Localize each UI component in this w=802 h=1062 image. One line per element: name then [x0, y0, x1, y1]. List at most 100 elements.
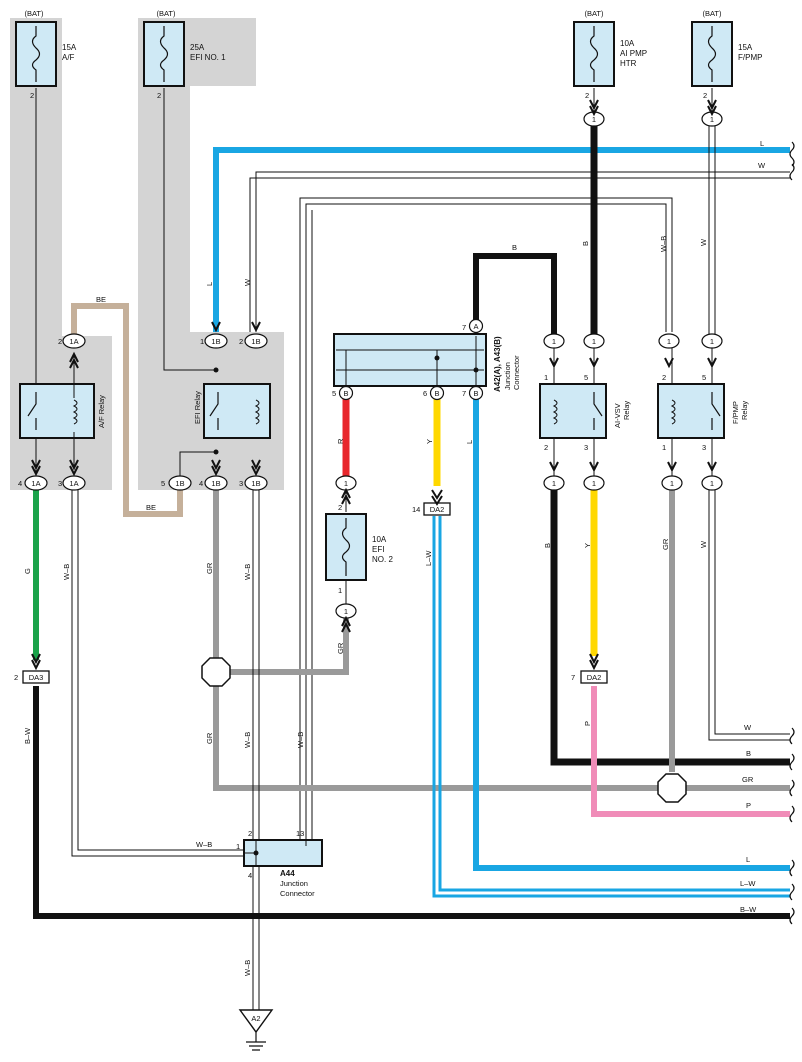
- svg-text:1: 1: [338, 586, 342, 595]
- svg-text:Y: Y: [583, 543, 592, 548]
- svg-text:EFI NO. 1: EFI NO. 1: [190, 53, 226, 62]
- wire-l: [473, 398, 790, 871]
- svg-text:1: 1: [544, 373, 548, 382]
- edge-continuation: [789, 141, 795, 925]
- svg-text:1B: 1B: [211, 479, 220, 488]
- svg-text:HTR: HTR: [620, 59, 637, 68]
- efi-relay: 1B 1 1B 2 1B 5 1B 4 1B 3 EFI Relay: [161, 333, 271, 491]
- da2-connector-left: DA2 14: [412, 502, 451, 516]
- svg-text:1: 1: [592, 115, 596, 124]
- svg-text:Junction: Junction: [280, 879, 308, 888]
- wire-be: [71, 303, 183, 517]
- svg-text:4: 4: [199, 479, 203, 488]
- svg-text:5: 5: [702, 373, 706, 382]
- svg-text:1B: 1B: [251, 479, 260, 488]
- fuse-15a-af: 15A A/F 2: [15, 21, 77, 100]
- svg-text:AI-VSV: AI-VSV: [613, 403, 622, 428]
- svg-text:W–B: W–B: [243, 960, 252, 976]
- wire-w: [249, 171, 790, 332]
- svg-text:A: A: [473, 322, 478, 331]
- splice-dot: [213, 367, 219, 373]
- svg-text:14: 14: [412, 505, 420, 514]
- svg-text:BE: BE: [146, 503, 156, 512]
- svg-text:A/F Relay: A/F Relay: [97, 395, 106, 428]
- svg-text:5: 5: [584, 373, 588, 382]
- svg-text:DA3: DA3: [29, 673, 44, 682]
- svg-text:Connector: Connector: [512, 355, 521, 390]
- svg-text:Junction: Junction: [503, 362, 512, 390]
- svg-text:P: P: [746, 801, 751, 810]
- svg-text:1: 1: [670, 479, 674, 488]
- svg-text:1: 1: [344, 607, 348, 616]
- svg-text:3: 3: [239, 479, 243, 488]
- svg-text:P: P: [583, 721, 592, 726]
- wire-relay-link: [179, 451, 216, 476]
- svg-text:DA2: DA2: [430, 505, 445, 514]
- svg-text:10A: 10A: [620, 39, 635, 48]
- svg-text:1: 1: [592, 479, 596, 488]
- wire-b: [473, 253, 557, 336]
- svg-text:B: B: [473, 389, 478, 398]
- bat-label: (BAT): [702, 9, 722, 18]
- svg-text:W–B: W–B: [296, 732, 305, 748]
- svg-text:15A: 15A: [62, 43, 77, 52]
- fuse-25a-efi-no1: 25A EFI NO. 1 2: [143, 21, 226, 100]
- svg-text:L: L: [465, 440, 474, 444]
- af-relay: 1A 2 1A 4 1A 3 A/F Relay: [18, 333, 106, 491]
- svg-text:GR: GR: [205, 732, 214, 744]
- svg-text:W: W: [699, 540, 708, 548]
- svg-text:1: 1: [552, 337, 556, 346]
- svg-text:2: 2: [239, 337, 243, 346]
- svg-text:1B: 1B: [211, 337, 220, 346]
- fuse-10a-ai-pmp-htr: 10A AI PMP HTR 2: [573, 21, 647, 100]
- svg-text:B: B: [343, 389, 348, 398]
- wire-p: [591, 686, 790, 817]
- svg-text:3: 3: [584, 443, 588, 452]
- bat-label: (BAT): [156, 9, 176, 18]
- svg-text:W–B: W–B: [243, 564, 252, 580]
- svg-text:GR: GR: [742, 775, 754, 784]
- wire-b: [550, 490, 790, 766]
- svg-text:25A: 25A: [190, 43, 205, 52]
- svg-text:1: 1: [662, 443, 666, 452]
- svg-text:1: 1: [344, 479, 348, 488]
- svg-text:EFI: EFI: [372, 545, 384, 554]
- bat-label: (BAT): [24, 9, 44, 18]
- wire-l: [213, 147, 790, 332]
- inline-connector: 1 1 1 1 1 1 1 1 1 1 1 1: [335, 111, 723, 619]
- svg-text:F/PMP: F/PMP: [738, 53, 762, 62]
- svg-text:1: 1: [710, 337, 714, 346]
- svg-text:L–W: L–W: [424, 550, 433, 566]
- da2-connector-right: DA2 7: [571, 670, 608, 684]
- svg-text:Y: Y: [425, 439, 434, 444]
- svg-text:1B: 1B: [175, 479, 184, 488]
- svg-text:Relay: Relay: [740, 401, 749, 420]
- svg-text:1: 1: [200, 337, 204, 346]
- splice-dot: [213, 449, 219, 455]
- svg-text:1: 1: [710, 479, 714, 488]
- svg-text:GR: GR: [661, 538, 670, 550]
- wire-l-w: [432, 516, 790, 898]
- svg-text:1B: 1B: [251, 337, 260, 346]
- splice-point: [657, 773, 687, 803]
- svg-text:AI PMP: AI PMP: [620, 49, 647, 58]
- svg-text:2: 2: [544, 443, 548, 452]
- svg-text:2: 2: [58, 337, 62, 346]
- svg-text:10A: 10A: [372, 535, 387, 544]
- svg-text:F/PMP: F/PMP: [731, 401, 740, 424]
- svg-text:7: 7: [462, 323, 466, 332]
- svg-text:A44: A44: [280, 869, 295, 878]
- svg-text:13: 13: [296, 829, 304, 838]
- fpmp-relay: 2 5 1 3 F/PMP Relay: [657, 373, 749, 452]
- wire-w-b: [299, 197, 673, 846]
- svg-text:1: 1: [592, 337, 596, 346]
- svg-text:3: 3: [702, 443, 706, 452]
- wire-w: [708, 490, 790, 741]
- svg-text:7: 7: [462, 389, 466, 398]
- svg-text:W: W: [758, 161, 766, 170]
- svg-text:1: 1: [552, 479, 556, 488]
- svg-text:R: R: [336, 438, 345, 444]
- svg-text:1: 1: [710, 115, 714, 124]
- svg-text:7: 7: [571, 673, 575, 682]
